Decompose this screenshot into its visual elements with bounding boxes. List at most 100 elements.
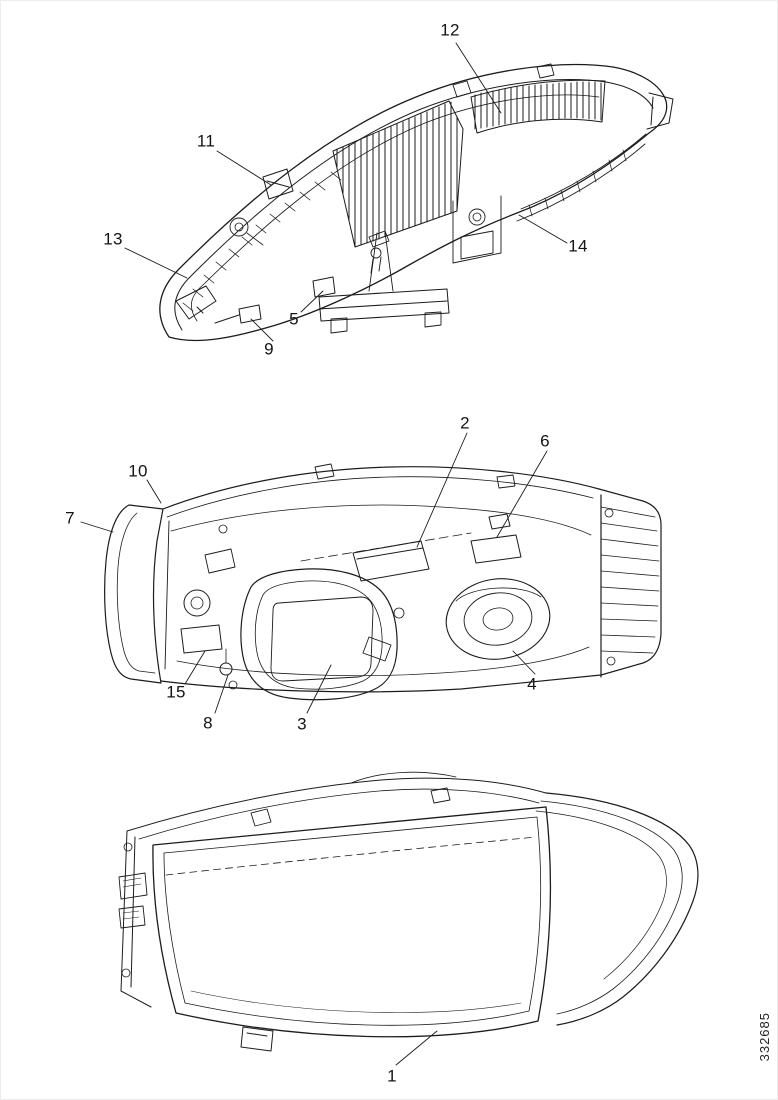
top-bulb-support [368, 230, 394, 292]
leader-line-4 [512, 650, 536, 675]
top-hatched-panel-outline [332, 100, 464, 248]
top-lower-right-arcs [516, 133, 647, 222]
bot-lens-sweep [190, 990, 522, 1013]
top-bottom-bracket [318, 288, 450, 322]
callout-3: 3 [297, 714, 307, 734]
leader-line-2 [416, 432, 468, 548]
mid-fins [600, 506, 660, 654]
top-bulb [370, 247, 382, 259]
mid-projector-screw [393, 607, 405, 619]
bot-screw-2 [121, 968, 131, 978]
top-part9-clip [214, 304, 262, 324]
leader-line-14 [518, 214, 568, 244]
top-adjuster-outer [468, 208, 486, 226]
callout-9: 9 [264, 339, 274, 359]
top-view-art [159, 63, 674, 342]
bot-right-cap-mid [540, 800, 683, 1015]
top-part5-clip [312, 276, 336, 298]
callout-10: 10 [128, 461, 148, 481]
bot-lens-inner [163, 816, 542, 1026]
leader-line-1 [395, 1030, 438, 1066]
mid-housing-curve-top [170, 504, 592, 536]
top-right-band-outline [470, 79, 606, 134]
figure-number-label: 332685 [757, 1011, 772, 1061]
callout-14: 14 [568, 236, 588, 256]
top-adjuster2-outer [229, 217, 249, 237]
top-adjuster2-inner [234, 222, 244, 232]
mid-top-edge-2 [166, 476, 594, 518]
bottom-view-art [118, 771, 699, 1052]
top-left-bracket-11 [262, 168, 294, 200]
leader-line-7 [80, 521, 114, 533]
callout-1: 1 [387, 1066, 397, 1086]
mid-left-lens-inner [116, 512, 156, 674]
callout-8: 8 [203, 713, 213, 733]
bot-top-clips [250, 787, 451, 827]
top-adjuster2-stem [246, 232, 264, 246]
leader-line-3 [306, 664, 332, 714]
mid-left-lens-outer [104, 504, 164, 684]
top-center-right-frame [452, 195, 502, 264]
leader-line-8 [214, 674, 229, 714]
bot-right-cap-outer [545, 792, 699, 1026]
mid-bottom-edge [160, 674, 602, 693]
bot-right-cap-inner [535, 810, 667, 980]
mid-housing-curve-bottom [176, 646, 590, 677]
top-right-end-tab [646, 92, 674, 130]
top-bracket-feet [330, 311, 442, 334]
mid-part6-bracket [470, 513, 522, 564]
bot-left-clips [118, 872, 148, 929]
bot-housing-hump [350, 771, 457, 784]
mid-right-fin-block [598, 488, 662, 678]
mid-socket-mid [463, 592, 533, 646]
mid-socket-inner [482, 607, 514, 631]
mid-left-bracket [164, 520, 236, 670]
callout-15: 15 [166, 682, 186, 702]
callout-4: 4 [527, 674, 537, 694]
mid-screw-4 [228, 680, 238, 690]
leader-line-6 [496, 450, 548, 538]
mid-projector-outer [240, 568, 398, 701]
leader-lines [80, 42, 568, 1066]
mid-socket-outer [445, 578, 551, 660]
top-left-corner-bracket [175, 285, 217, 320]
leader-line-10 [146, 479, 162, 504]
bot-bottom-tab [240, 1026, 274, 1052]
leader-line-11 [216, 150, 272, 186]
top-outer-silhouette [159, 63, 668, 342]
mid-projector-clip [362, 636, 392, 662]
bot-housing-top-1 [126, 777, 547, 832]
callout-11: 11 [196, 131, 216, 151]
mid-adjuster-outer [183, 589, 211, 617]
top-lower-right-ticks [528, 149, 627, 217]
top-edge-clips [452, 63, 555, 98]
top-right-band-hatch [474, 81, 602, 130]
top-adjuster-inner [472, 212, 482, 222]
mid-part2-plate [352, 540, 430, 582]
leader-line-9 [250, 318, 274, 342]
top-inner-rim-1 [174, 79, 654, 331]
mid-top-clips [314, 463, 516, 489]
mid-socket-arc [455, 587, 542, 602]
bot-lens-dash [165, 836, 537, 876]
leader-line-12 [455, 42, 502, 114]
leader-line-5 [300, 290, 324, 313]
mid-screw-2 [604, 508, 614, 518]
bot-left-bracket [120, 830, 152, 1008]
mid-projector-inner [254, 580, 383, 690]
leader-line-15 [184, 650, 206, 685]
callout-2: 2 [460, 413, 470, 433]
mid-adjuster-inner [190, 596, 204, 610]
middle-view-art [104, 463, 662, 701]
mid-part15-gear [180, 624, 223, 654]
bot-lens-outer [152, 806, 552, 1038]
callout-6: 6 [540, 431, 550, 451]
top-hatched-panel-lines [336, 101, 458, 247]
top-rim-hatch-ticks [182, 171, 342, 312]
leader-line-13 [124, 247, 188, 279]
callout-12: 12 [440, 20, 460, 40]
callout-7: 7 [65, 508, 75, 528]
callout-5: 5 [289, 309, 299, 329]
